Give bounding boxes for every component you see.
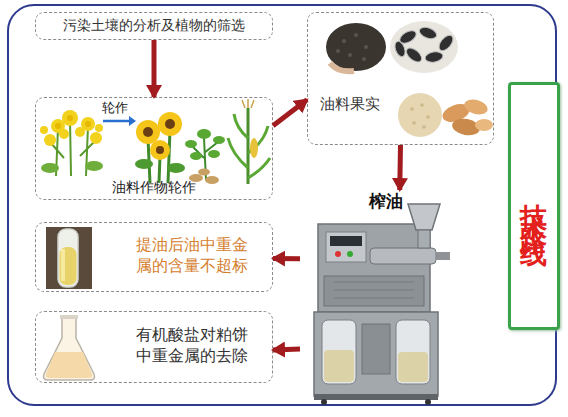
flow-arrow [397,145,403,190]
oil-press-illustration [300,190,475,405]
peanut-plant [185,129,225,184]
title-box: 技术路线 [508,82,560,330]
peanuts [440,97,493,137]
press-cabinet [314,312,438,405]
step-box: 污染土壤的分析及植物的筛选 [35,12,273,40]
black-seeds [326,23,386,71]
node-text: 油料作物轮作 [36,178,271,196]
seed-box: 油料果实 [307,12,494,145]
press-body [318,204,450,312]
sunflower-seeds [390,21,458,73]
rapeseed-plant [40,110,103,176]
oil-press-node: 榨油 [300,190,475,405]
node-text: 技术路线 [511,85,557,327]
node-text: 提油后油中重金属的含量不超标 [136,235,256,277]
corn-plant [228,99,270,184]
node-text: 污染土壤的分析及植物的筛选 [36,13,271,38]
arrow-label: 轮作 [102,100,128,117]
seeds-illustration [308,13,495,146]
node-text: 油料果实 [320,95,400,115]
result-box: 提油后油中重金属的含量不超标 [35,222,273,292]
node-text: 有机酸盐对粕饼中重金属的去除 [136,325,256,367]
rotation-arrow [103,116,136,126]
sesame-seeds [398,93,442,137]
node-text: 榨油 [356,190,416,212]
result-box: 有机酸盐对粕饼中重金属的去除 [35,311,273,383]
flow-arrow [273,100,307,126]
flow-arrow [273,347,300,353]
sunflower-plant [135,112,185,183]
flow-arrow [273,256,300,261]
crop-rotation-box: 油料作物轮作 轮作 [35,97,273,200]
flow-arrow [152,40,157,97]
